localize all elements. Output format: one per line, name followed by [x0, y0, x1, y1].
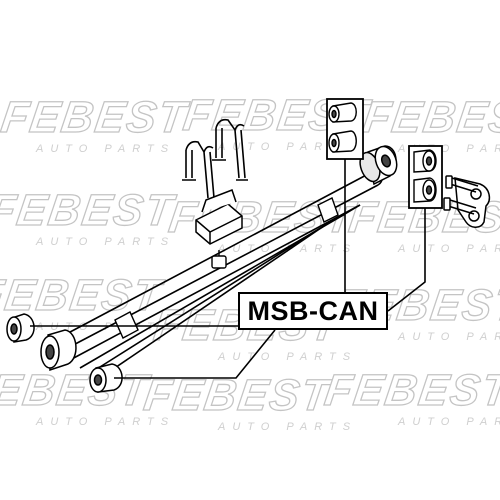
spring-clamp-right	[317, 197, 339, 223]
mounting-bracket	[195, 189, 243, 245]
u-bolt-left	[182, 140, 218, 201]
watermark-subtitle-text: AUTO PARTS	[397, 331, 500, 343]
watermark-subtitle-text: AUTO PARTS	[217, 421, 357, 433]
leader-right-pair	[387, 208, 426, 312]
watermark-brand-text: FEBEST	[141, 371, 335, 420]
watermark-subtitle-text: AUTO PARTS	[35, 236, 175, 248]
watermark-subtitle-text: AUTO PARTS	[217, 141, 357, 153]
bushing-pair-right	[408, 145, 443, 209]
u-bolt-right	[212, 118, 248, 181]
part-number-label: MSB-CAN	[238, 292, 388, 330]
bushing-front-loose	[6, 313, 35, 343]
bushing-bottom-loose	[89, 363, 123, 393]
watermark-subtitle-text: AUTO PARTS	[397, 243, 500, 255]
watermark-brand-text: FEBEST	[0, 186, 179, 235]
watermark-brand-text: FEBEST	[0, 366, 154, 415]
watermark-brand-text: FEBEST	[0, 271, 167, 320]
bushing-pair-top	[326, 98, 364, 160]
shackle-plate	[443, 175, 491, 228]
watermark-brand-text: FEBEST	[322, 366, 500, 415]
watermark-subtitle-text: AUTO PARTS	[217, 351, 357, 363]
watermark-brand-text: FEBEST	[360, 93, 500, 142]
center-bolt	[211, 250, 227, 269]
leader-bottom-bushing	[114, 329, 276, 379]
watermark-subtitle-text: AUTO PARTS	[35, 143, 175, 155]
watermark-subtitle-text: AUTO PARTS	[35, 416, 175, 428]
spring-clamp-left	[114, 311, 139, 339]
front-eye-bushing	[40, 329, 77, 372]
watermark-brand-text: FEBEST	[0, 93, 192, 142]
leader-lines	[30, 159, 426, 379]
part-number-text: MSB-CAN	[247, 295, 379, 326]
rear-eye-bushing	[359, 145, 398, 186]
watermark-subtitle-text: AUTO PARTS	[397, 416, 500, 428]
